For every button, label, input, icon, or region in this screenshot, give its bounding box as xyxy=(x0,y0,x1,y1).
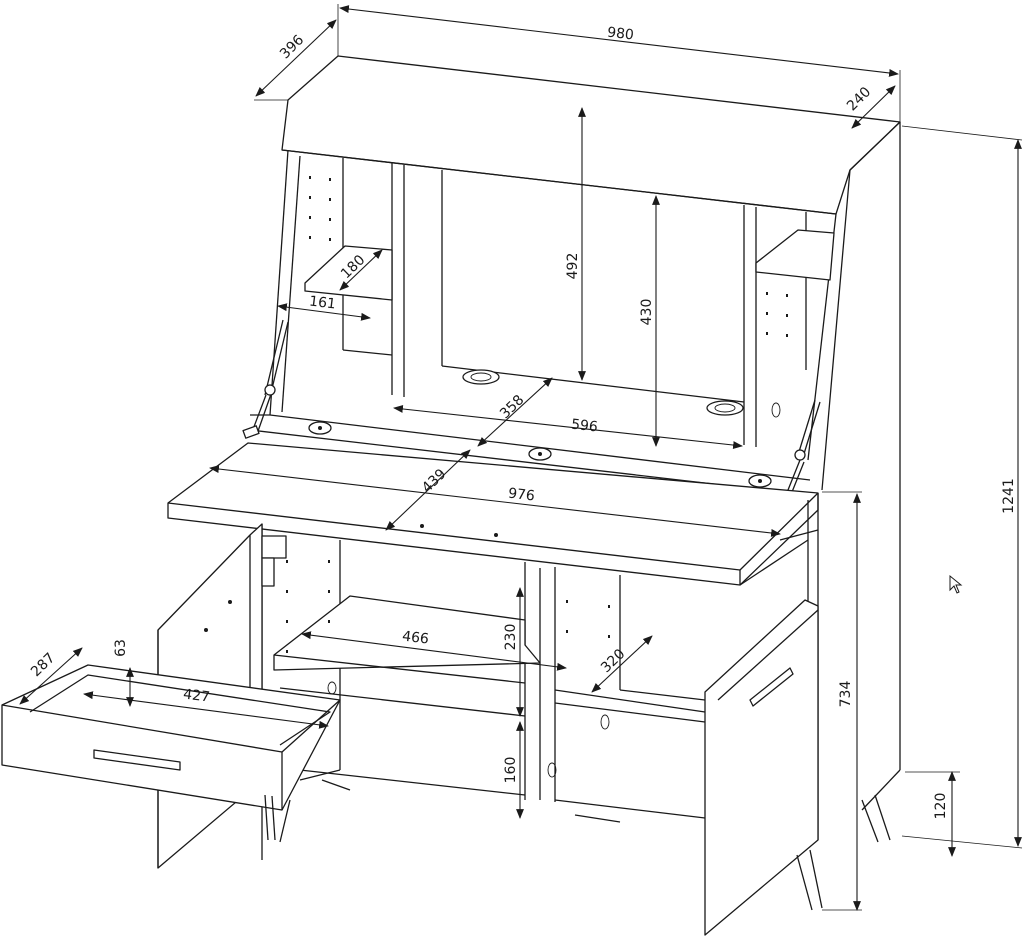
dim-overall-height: 1241 xyxy=(1001,478,1017,514)
dim-leg-height: 120 xyxy=(933,793,949,820)
dim-shelf-gap-upper: 230 xyxy=(503,624,519,651)
dim-upper-shelf-height: 430 xyxy=(639,299,655,326)
dim-top-depth: 240 xyxy=(844,84,874,114)
dim-flap-width: 976 xyxy=(507,486,535,505)
dim-drawer-height: 63 xyxy=(113,639,129,657)
dim-shelf-gap-lower: 160 xyxy=(503,757,519,784)
dim-upper-inner-height: 492 xyxy=(565,253,581,280)
shelf-pin-holes xyxy=(309,176,788,337)
dim-inner-width: 596 xyxy=(570,417,598,436)
dim-base-height: 734 xyxy=(838,681,854,708)
dim-drawer-width: 427 xyxy=(182,686,210,705)
dim-shelf-width-left: 161 xyxy=(308,293,336,312)
dim-right-shelf-depth: 320 xyxy=(598,646,628,676)
mouse-pointer-icon xyxy=(949,574,963,594)
lower-pin-holes xyxy=(286,560,610,653)
dimension-lines xyxy=(19,4,1023,911)
flap-stay-left xyxy=(242,319,289,439)
dim-overall-depth: 396 xyxy=(277,32,307,62)
dim-drawer-depth: 287 xyxy=(28,650,58,680)
dim-overall-width: 980 xyxy=(606,25,634,44)
dim-inner-depth: 358 xyxy=(497,392,527,422)
dim-shelf-width: 466 xyxy=(401,628,430,647)
